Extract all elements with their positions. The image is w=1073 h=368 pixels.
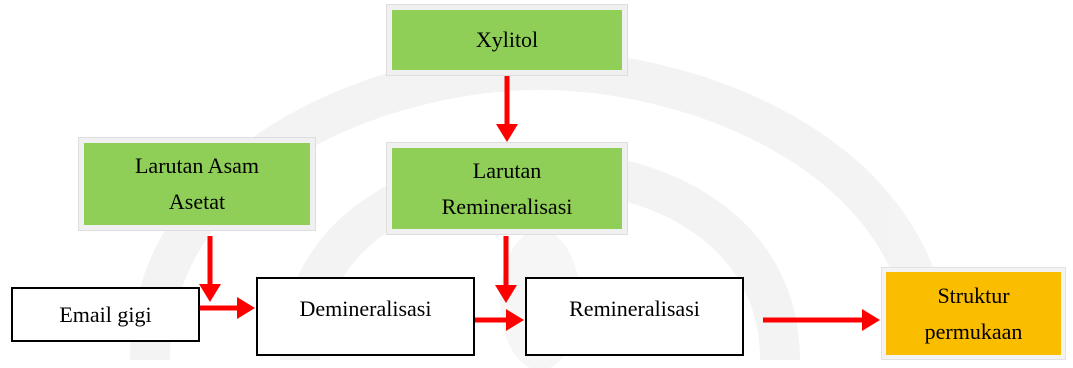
arrow-larutan-remineralisasi-to-remineralisasi — [495, 236, 517, 303]
node-struktur-permukaan-label: Struktur permukaan — [924, 282, 1023, 344]
arrow-asam-asetat-to-email-gigi — [199, 236, 221, 302]
node-email-gigi-label: Email gigi — [59, 301, 152, 327]
arrow-demineralisasi-to-remineralisasi — [475, 309, 524, 331]
node-demineralisasi-label: Demineralisasi — [299, 296, 432, 321]
arrow-email-gigi-to-demineralisasi-head — [237, 297, 255, 319]
arrow-remineralisasi-to-struktur-permukaan-head — [862, 309, 880, 331]
node-struktur-permukaan: Struktur permukaan — [881, 267, 1066, 360]
arrow-demineralisasi-to-remineralisasi-head — [506, 309, 524, 331]
arrow-xylitol-to-larutan-remineralisasi-head — [496, 124, 518, 142]
node-remineralisasi: Remineralisasi — [525, 277, 744, 356]
node-demineralisasi: Demineralisasi — [256, 277, 475, 356]
arrow-remineralisasi-to-struktur-permukaan — [763, 309, 880, 331]
node-larutan-asam-asetat-label: Larutan Asam Asetat — [134, 153, 260, 214]
node-remineralisasi-label: Remineralisasi — [569, 296, 700, 321]
arrow-larutan-remineralisasi-to-remineralisasi-head — [495, 285, 517, 303]
node-larutan-asam-asetat: Larutan Asam Asetat — [78, 137, 316, 231]
arrow-email-gigi-to-demineralisasi — [200, 297, 255, 319]
node-larutan-remineralisasi-label: Larutan Remineralisasi — [441, 157, 573, 219]
node-email-gigi: Email gigi — [11, 287, 200, 342]
node-xylitol-label: Xylitol — [475, 27, 539, 52]
node-xylitol: Xylitol — [386, 4, 628, 76]
node-larutan-remineralisasi: Larutan Remineralisasi — [386, 142, 628, 235]
arrow-asam-asetat-to-email-gigi-head — [199, 284, 221, 302]
arrow-xylitol-to-larutan-remineralisasi — [496, 76, 518, 142]
